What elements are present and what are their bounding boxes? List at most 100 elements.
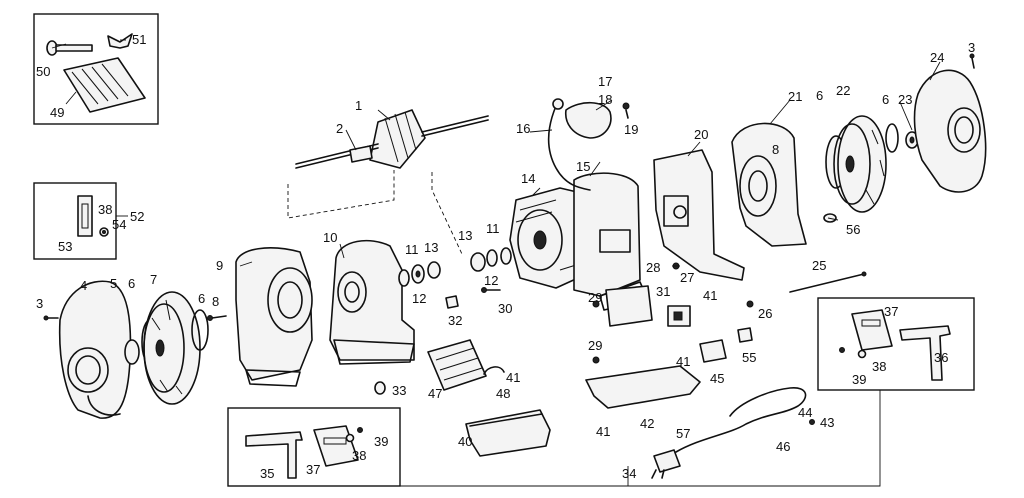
callout-13-left: 13 <box>424 240 438 255</box>
callout-labels: 1 2 3 3 4 5 6 6 6 6 7 8 8 9 10 11 11 12 … <box>36 32 975 481</box>
part-15-motor-housing-center <box>573 172 653 327</box>
part-38-washer-right <box>857 349 867 359</box>
inset-box-mounting-left <box>227 407 401 487</box>
callout-35: 35 <box>260 466 274 481</box>
assembly-line-armature <box>431 172 463 255</box>
part-21-inner-guard-right <box>731 122 807 247</box>
part-48-strap <box>483 366 505 375</box>
part-43-strain-relief <box>809 419 815 425</box>
callout-11-right: 11 <box>486 221 500 236</box>
callout-37-right: 37 <box>884 304 898 319</box>
callout-6-right-a: 6 <box>816 88 823 103</box>
part-30-screw <box>481 287 501 293</box>
callout-31: 31 <box>656 284 670 299</box>
part-11-washer <box>398 269 410 287</box>
callout-3-right: 3 <box>968 40 975 55</box>
callout-38-inset: 38 <box>98 202 112 217</box>
callout-7: 7 <box>150 272 157 287</box>
part-54-screw <box>99 227 109 237</box>
callout-22: 22 <box>836 83 850 98</box>
part-6-washer-left-outer <box>191 309 209 351</box>
part-18-switch-boot <box>565 101 612 139</box>
callout-38-left: 38 <box>352 448 366 463</box>
callout-56: 56 <box>846 222 860 237</box>
part-49-eye-shield <box>63 57 146 113</box>
part-47-capacitor <box>427 339 487 391</box>
part-3-screw-left <box>43 315 59 321</box>
assembly-line-shaft <box>287 170 395 219</box>
part-13-wave-washer-right <box>470 252 486 272</box>
part-31-switch <box>667 305 691 327</box>
part-42-base-plate <box>585 365 701 409</box>
part-13-wave-washer <box>427 261 441 279</box>
callout-14: 14 <box>521 171 535 186</box>
part-12-bearing <box>411 264 425 284</box>
callout-4: 4 <box>80 278 87 293</box>
callout-51: 51 <box>132 32 146 47</box>
callout-50: 50 <box>36 64 50 79</box>
part-29-screw-lower <box>592 356 600 364</box>
callout-5: 5 <box>110 276 117 291</box>
callout-54: 54 <box>112 217 126 232</box>
part-1-armature <box>369 109 426 169</box>
callout-17: 17 <box>598 74 612 89</box>
callout-52: 52 <box>130 209 144 224</box>
part-8-screw-left <box>207 315 227 321</box>
callout-16: 16 <box>516 121 530 136</box>
callout-8-left: 8 <box>212 294 219 309</box>
part-37-plate-right <box>851 309 893 351</box>
callout-53: 53 <box>58 239 72 254</box>
callout-55: 55 <box>742 350 756 365</box>
part-5-flange <box>124 339 140 365</box>
callout-42: 42 <box>640 416 654 431</box>
callout-8-right: 8 <box>772 142 779 157</box>
part-39-screw-right <box>839 347 845 353</box>
part-36-bracket <box>899 325 951 381</box>
callout-27: 27 <box>680 270 694 285</box>
part-35-bracket <box>245 431 303 479</box>
inset-box-spark-guard <box>33 182 117 260</box>
part-45-terminal-block <box>699 339 727 363</box>
callout-46: 46 <box>776 439 790 454</box>
part-39-screw-left <box>357 427 363 433</box>
part-20-motor-housing-right <box>653 149 745 281</box>
callout-30: 30 <box>498 301 512 316</box>
part-12-bearing-right <box>486 249 498 267</box>
callout-19: 19 <box>624 122 638 137</box>
part-16-power-cord <box>547 98 591 191</box>
callout-32: 32 <box>448 313 462 328</box>
callout-25: 25 <box>812 258 826 273</box>
callout-45: 45 <box>710 371 724 386</box>
callout-6-right-b: 6 <box>882 92 889 107</box>
callout-39-right: 39 <box>852 372 866 387</box>
part-11-washer-right <box>500 247 512 265</box>
part-19-screw <box>622 102 630 119</box>
callout-26: 26 <box>758 306 772 321</box>
callout-49: 49 <box>50 105 64 120</box>
callout-12-right: 12 <box>484 273 498 288</box>
part-40-water-tray <box>465 409 551 457</box>
callout-24: 24 <box>930 50 944 65</box>
callout-41-lower: 41 <box>596 424 610 439</box>
callout-12-left: 12 <box>412 291 426 306</box>
callout-6-left-a: 6 <box>128 276 135 291</box>
callout-43: 43 <box>820 415 834 430</box>
callout-29-upper: 29 <box>588 290 602 305</box>
part-50-bolt <box>46 40 93 56</box>
callout-48: 48 <box>496 386 510 401</box>
callout-15: 15 <box>576 159 590 174</box>
callout-6-left-b: 6 <box>198 291 205 306</box>
part-38-washer-left <box>345 433 355 443</box>
callout-21: 21 <box>788 89 802 104</box>
callout-3-left: 3 <box>36 296 43 311</box>
part-57-plug <box>651 449 681 479</box>
part-29-screw-upper <box>592 300 600 308</box>
part-10-motor-housing-left <box>329 239 415 365</box>
part-55-clip <box>737 327 753 343</box>
part-46-power-cord <box>675 387 807 453</box>
callout-10: 10 <box>323 230 337 245</box>
callout-57: 57 <box>676 426 690 441</box>
part-33-foot <box>374 381 386 395</box>
part-53-spark-guard <box>77 195 93 237</box>
